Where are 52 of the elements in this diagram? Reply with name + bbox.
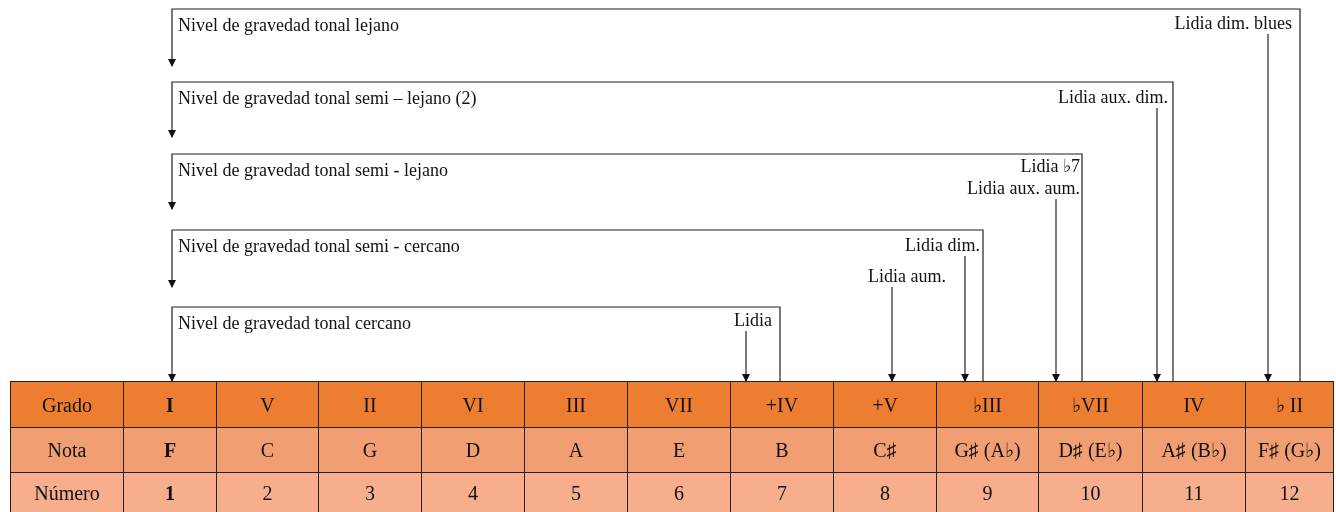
row-header-cell: Número [10, 472, 124, 512]
table-cell: 11 [1142, 472, 1246, 512]
table-cell: 1 [123, 472, 217, 512]
table-cell: D♯ (E♭) [1038, 427, 1143, 473]
table-cell: 5 [524, 472, 628, 512]
table-cell: 8 [833, 472, 937, 512]
table-cell: ♭VII [1038, 381, 1143, 428]
bracket-arrow [168, 306, 781, 382]
table-cell: G♯ (A♭) [936, 427, 1039, 473]
bracket-arrow [888, 286, 896, 382]
table-cell: VII [627, 381, 731, 428]
table-cell: C [216, 427, 319, 473]
annotation-text: Lidia ♭7 Lidia aux. aum. [900, 155, 1080, 199]
table-cell: II [318, 381, 422, 428]
table-cell: ♭III [936, 381, 1039, 428]
table-cell: 10 [1038, 472, 1143, 512]
table-cell: V [216, 381, 319, 428]
row-header-cell: Nota [10, 427, 124, 473]
bracket-arrow [742, 330, 750, 382]
table-cell: D [421, 427, 525, 473]
table-cell: VI [421, 381, 525, 428]
bracket-arrow [1052, 198, 1060, 382]
bracket-arrow [1264, 33, 1272, 382]
table-cell: B [730, 427, 834, 473]
table-cell: G [318, 427, 422, 473]
table-cell: 12 [1245, 472, 1334, 512]
table-cell: 3 [318, 472, 422, 512]
table-cell: 6 [627, 472, 731, 512]
table-cell: F [123, 427, 217, 473]
table-cell: A [524, 427, 628, 473]
bracket-arrow [168, 229, 984, 382]
table-cell: C♯ [833, 427, 937, 473]
bracket-arrow [1153, 107, 1161, 382]
bracket-arrow [168, 153, 1083, 382]
edge-label: Nivel de gravedad tonal semi – lejano (2) [176, 87, 479, 109]
table-cell: ♭ II [1245, 381, 1334, 428]
bracket-arrow [168, 81, 1174, 382]
table-cell: III [524, 381, 628, 428]
row-header-cell: Grado [10, 381, 124, 428]
table-cell: 9 [936, 472, 1039, 512]
bracket-arrow [961, 255, 969, 382]
table-cell: I [123, 381, 217, 428]
table-cell: 4 [421, 472, 525, 512]
bracket-arrow [168, 8, 1301, 382]
table-cell: E [627, 427, 731, 473]
table-cell: +IV [730, 381, 834, 428]
table-cell: IV [1142, 381, 1246, 428]
table-cell: 7 [730, 472, 834, 512]
table-cell: A♯ (B♭) [1142, 427, 1246, 473]
table-cell: +V [833, 381, 937, 428]
table-cell: F♯ (G♭) [1245, 427, 1334, 473]
table-cell: 2 [216, 472, 319, 512]
